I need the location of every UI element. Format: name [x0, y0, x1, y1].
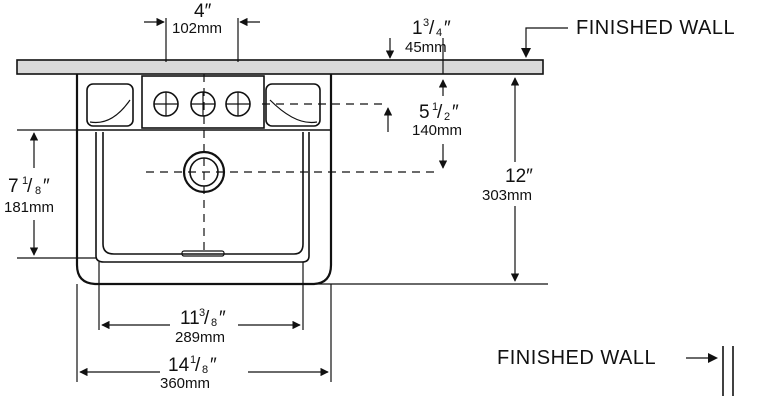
- overflow-slot: [181, 250, 225, 257]
- svg-text:3: 3: [199, 307, 205, 319]
- svg-text:″: ″: [444, 18, 451, 39]
- svg-text:45mm: 45mm: [405, 39, 447, 56]
- svg-text:″: ″: [210, 355, 217, 376]
- dim-deck-setback: 1 3 / 4 ″ 45mm: [385, 17, 451, 74]
- svg-text:/: /: [204, 308, 210, 329]
- faucet-hole-icon: [190, 91, 216, 117]
- svg-text:1: 1: [22, 175, 28, 187]
- faucet-holes: [153, 91, 251, 117]
- svg-text:/: /: [437, 102, 443, 123]
- svg-text:303mm: 303mm: [482, 187, 532, 204]
- svg-text:/: /: [27, 176, 33, 197]
- wall-section-icon: [722, 346, 734, 396]
- right-soap-dish: [265, 83, 321, 127]
- left-soap-dish: [86, 83, 134, 127]
- faucet-hole-icon: [153, 91, 179, 117]
- svg-text:289mm: 289mm: [175, 329, 225, 346]
- dim-bowl-width: 11 3 / 8 ″ 289mm: [98, 262, 304, 346]
- svg-text:102mm: 102mm: [172, 20, 222, 37]
- centerlines: [146, 74, 440, 252]
- svg-text:2: 2: [444, 111, 450, 123]
- svg-text:4″: 4″: [194, 1, 212, 22]
- dim-overall-width: 14 1 / 8 ″ 360mm: [76, 284, 332, 392]
- svg-text:1: 1: [412, 18, 423, 39]
- svg-text:181mm: 181mm: [4, 199, 54, 216]
- dim-overall-depth: 12″ 303mm: [316, 77, 548, 285]
- finished-wall-side-label: FINISHED WALL: [497, 347, 656, 369]
- svg-text:3: 3: [423, 17, 429, 29]
- finished-wall-top-label: FINISHED WALL: [576, 17, 735, 39]
- svg-text:7: 7: [8, 176, 19, 197]
- svg-text:8: 8: [35, 185, 41, 197]
- svg-text:360mm: 360mm: [160, 375, 210, 392]
- finished-wall-side-callout: FINISHED WALL: [497, 346, 734, 396]
- finished-wall-top-callout: FINISHED WALL: [521, 17, 735, 58]
- svg-text:5: 5: [419, 102, 430, 123]
- svg-text:1: 1: [190, 354, 196, 366]
- svg-text:″: ″: [219, 308, 226, 329]
- svg-text:4: 4: [436, 27, 442, 39]
- svg-text:1: 1: [432, 101, 438, 113]
- faucet-hole-icon: [225, 91, 251, 117]
- svg-text:/: /: [429, 18, 435, 39]
- svg-text:140mm: 140mm: [412, 122, 462, 139]
- svg-text:14: 14: [168, 355, 190, 376]
- dim-bowl-depth: 7 1 / 8 ″ 181mm: [4, 129, 96, 259]
- svg-text:8: 8: [211, 317, 217, 329]
- svg-text:12″: 12″: [505, 166, 533, 187]
- sink-body: [75, 74, 333, 286]
- faucet-deck: [141, 75, 265, 129]
- svg-text:″: ″: [452, 102, 459, 123]
- svg-text:″: ″: [43, 176, 50, 197]
- svg-text:11: 11: [180, 308, 200, 329]
- svg-text:/: /: [195, 355, 201, 376]
- dim-faucet-spacing: 4″ 102mm: [144, 1, 260, 62]
- dim-faucet-to-drain: 5 1 / 2 ″ 140mm: [383, 79, 462, 169]
- svg-text:8: 8: [202, 364, 208, 376]
- finished-wall-slab: [16, 59, 544, 75]
